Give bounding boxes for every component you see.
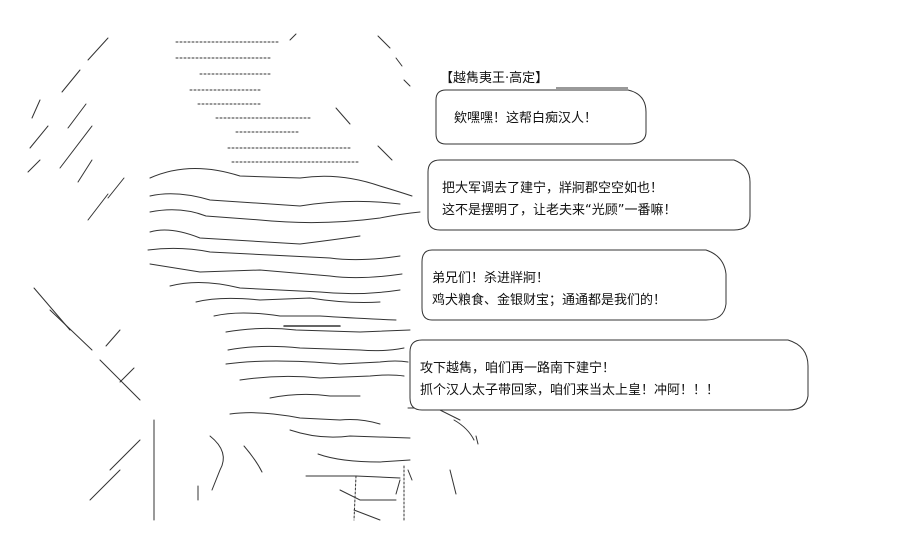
bubble-outline (409, 339, 809, 411)
speech-bubble-1: 欸嘿嘿！这帮白痴汉人！ (435, 89, 647, 145)
speaker-label: 【越雋夷王·高定】 (440, 70, 628, 89)
speaker-name: 【越雋夷王·高定】 (440, 70, 548, 86)
bubble-outline (427, 159, 751, 231)
bubble-3-line-2: 鸡犬粮食、金银财宝；通通都是我们的！ (432, 292, 666, 308)
bubble-2-line-1: 把大军调去了建宁，牂牁郡空空如也！ (442, 180, 663, 196)
bubble-4-line-2: 抓个汉人太子带回家，咱们来当太上皇！冲阿！！！ (420, 382, 719, 398)
bubble-1-line-1: 欸嘿嘿！这帮白痴汉人！ (454, 110, 597, 126)
bubble-4-line-1: 攻下越雋，咱们再一路南下建宁！ (420, 360, 615, 376)
bubble-outline (435, 89, 647, 145)
bubble-outline (421, 249, 727, 321)
speech-bubble-4: 攻下越雋，咱们再一路南下建宁！ 抓个汉人太子带回家，咱们来当太上皇！冲阿！！！ (409, 339, 809, 411)
bubble-2-line-2: 这不是摆明了，让老夫来“光顾”一番嘛！ (442, 202, 676, 218)
speech-bubble-2: 把大军调去了建宁，牂牁郡空空如也！ 这不是摆明了，让老夫来“光顾”一番嘛！ (427, 159, 751, 231)
speech-bubble-3: 弟兄们！杀进牂牁！ 鸡犬粮食、金银财宝；通通都是我们的！ (421, 249, 727, 321)
figure-art (27, 33, 479, 521)
bubble-3-line-1: 弟兄们！杀进牂牁！ (432, 271, 549, 286)
